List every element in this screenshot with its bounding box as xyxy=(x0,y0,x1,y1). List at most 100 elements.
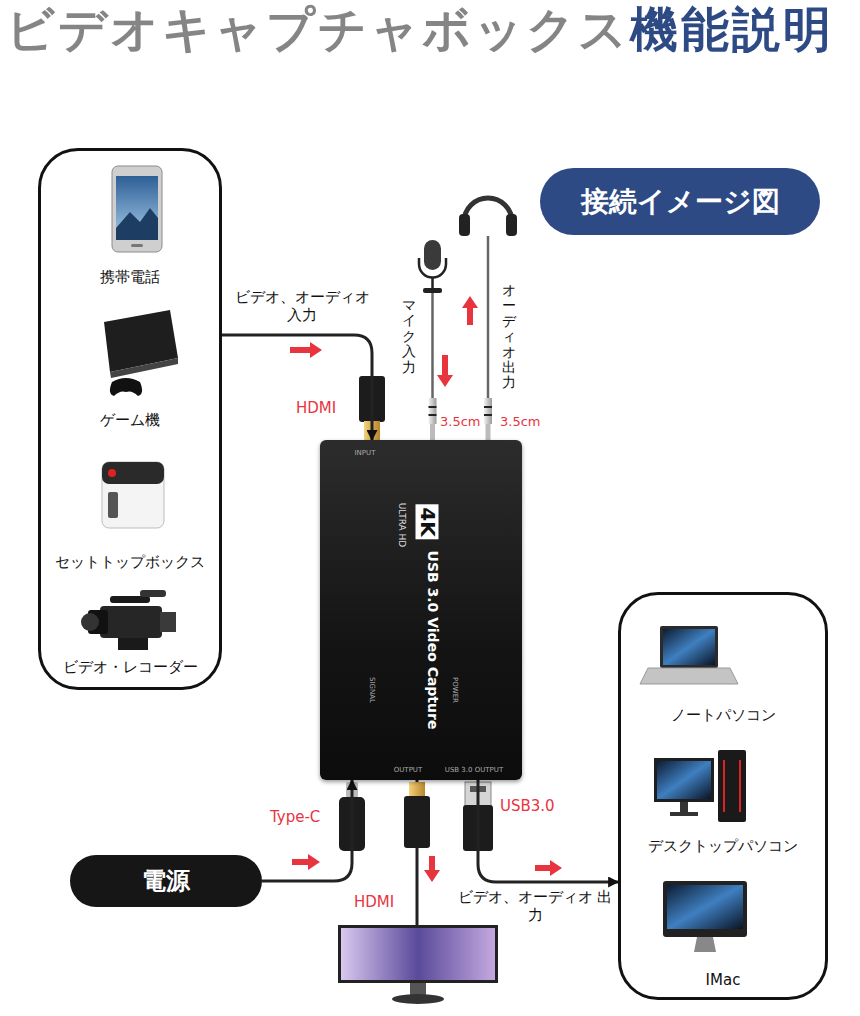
computer-panel: ノートパソコンデスクトップパソコン IMac xyxy=(618,592,828,1000)
jack-tip xyxy=(430,424,435,440)
cable-connector xyxy=(478,780,618,882)
plug-metal xyxy=(409,782,425,797)
connector-label: HDMI xyxy=(296,399,336,417)
microphone-icon xyxy=(419,240,446,293)
node-text: ゲーム機 xyxy=(43,411,217,429)
stb-body xyxy=(102,462,164,528)
jack-sleeve xyxy=(429,398,437,424)
node-text: 4K xyxy=(416,504,439,539)
laptop-lid xyxy=(660,626,718,668)
phone-icon xyxy=(112,166,162,252)
imac-screen xyxy=(667,885,743,929)
node-text: IMac xyxy=(623,971,823,989)
connector-label: 3.5cm xyxy=(440,414,481,430)
camcorder-icon xyxy=(81,590,176,650)
plug-body xyxy=(404,796,430,848)
node-text: 携帯電話 xyxy=(43,268,217,286)
mic-holder xyxy=(419,258,446,278)
node-text: INPUT xyxy=(355,449,376,457)
headband xyxy=(464,198,512,222)
laptop-base xyxy=(640,668,738,684)
monitor-base xyxy=(392,994,444,1004)
node-text: 接続イメージ図 xyxy=(542,168,818,235)
red-arrow xyxy=(292,854,320,870)
desktop-stand xyxy=(680,802,688,812)
red-arrow xyxy=(535,860,562,876)
jack-tip xyxy=(486,424,491,440)
capture-device: INPUT 4K ULTRA HD USB 3.0 Video CaptureSIGN… xyxy=(320,440,522,780)
title-badge: 接続イメージ図 xyxy=(540,168,820,235)
direction-arrows xyxy=(290,296,562,882)
desktop-pc-icon xyxy=(654,750,746,822)
camcorder-mic xyxy=(140,590,166,597)
phone-wallpaper xyxy=(116,208,158,240)
source-device-panel: 携帯電話ゲーム機セットトップボックスビデオ・レコーダー xyxy=(38,148,222,690)
monitor-screen xyxy=(341,928,495,980)
edge-label: ビデオ、オーディオ 出力 xyxy=(455,888,615,924)
cable-connector xyxy=(222,335,372,440)
cable-connector xyxy=(262,780,352,881)
laptop-icon xyxy=(640,626,738,684)
mic-jack xyxy=(429,398,437,440)
vertical-label: マイク入力 xyxy=(402,298,416,375)
hdmi-output-plug xyxy=(404,782,430,848)
tower-light xyxy=(739,760,741,812)
node-text: OUTPUT xyxy=(394,766,423,774)
jack-band xyxy=(484,406,492,408)
mic-stem xyxy=(431,277,434,288)
edge-label: Type-C xyxy=(270,808,320,826)
node-text: ビデオ・レコーダー xyxy=(43,658,217,676)
lens-ring xyxy=(81,613,99,631)
jack-band xyxy=(484,414,492,416)
phone-button xyxy=(131,244,143,247)
ear-cup xyxy=(459,214,470,236)
set-top-box-icon xyxy=(102,462,164,528)
laptop-screen xyxy=(663,629,715,665)
stb-top xyxy=(102,462,164,484)
red-arrow xyxy=(424,856,440,882)
jack-band xyxy=(429,414,437,416)
node-text: 電源 xyxy=(72,855,260,907)
headphone-jack xyxy=(484,398,492,440)
edge-label: ビデオ、オーディオ 入力 xyxy=(228,288,376,324)
desktop-foot xyxy=(670,812,698,816)
red-arrow xyxy=(290,342,322,358)
power-source-pill: 電源 xyxy=(70,855,262,907)
imac-frame xyxy=(663,881,747,937)
node-text: ノートパソコン xyxy=(623,706,823,724)
monitor-icon xyxy=(338,925,498,1004)
node-text: SIGNAL xyxy=(368,677,376,703)
imac-stand xyxy=(694,937,716,952)
pc-tower xyxy=(718,750,746,822)
monitor-neck xyxy=(410,983,426,995)
phone-body xyxy=(112,166,162,252)
connector-label: USB3.0 xyxy=(500,797,555,815)
red-arrow xyxy=(462,296,478,325)
node-text: デスクトップパソコン xyxy=(623,837,823,855)
node-text: ULTRA HD xyxy=(397,503,407,547)
jack-sleeve xyxy=(484,398,492,424)
connector-label: HDMI xyxy=(354,893,394,911)
headphone-cable xyxy=(487,236,490,398)
page-title: ビデオキャプチャボックス機能説明 xyxy=(6,2,834,57)
desktop-screen xyxy=(657,761,711,799)
node-text: USB 3.0 Video Capture xyxy=(425,551,441,730)
desktop-monitor xyxy=(654,758,714,802)
stb-port xyxy=(108,492,118,518)
connector-label: 3.5cm xyxy=(500,414,541,430)
red-arrow xyxy=(437,355,453,387)
headphone-icon xyxy=(459,198,517,236)
node-text: USB 3.0 OUTPUT xyxy=(445,766,503,774)
camcorder-base xyxy=(118,638,148,650)
imac-icon xyxy=(663,881,747,952)
controller xyxy=(110,378,142,396)
node-text: セットトップボックス xyxy=(43,553,217,571)
vertical-label: オーディオ出力 xyxy=(502,283,516,391)
mic-capsule xyxy=(424,240,441,270)
mic-cable xyxy=(431,293,434,398)
mic-base xyxy=(423,288,442,293)
camcorder-body xyxy=(100,606,162,638)
camcorder-viewfinder xyxy=(160,612,176,632)
node-text: POWER xyxy=(451,677,459,703)
